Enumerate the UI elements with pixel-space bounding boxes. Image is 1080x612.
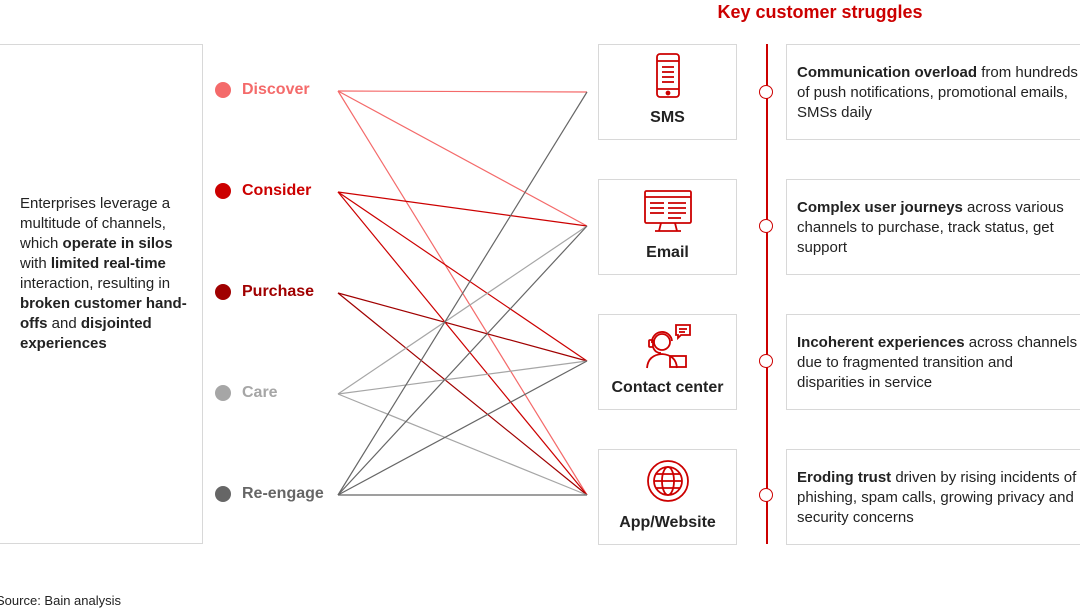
struggle-card: Complex user journeys across various cha…: [786, 179, 1080, 275]
timeline-node: [759, 354, 773, 368]
link-re-engage-to-contact-center: [337, 360, 588, 496]
channel-app-website: App/Website: [598, 449, 737, 545]
stage-discover: Discover: [215, 81, 310, 99]
channel-label: Contact center: [611, 379, 724, 396]
link-purchase-to-contact-center: [337, 292, 588, 362]
link-consider-to-contact-center: [337, 191, 588, 362]
stage-dot: [215, 385, 231, 401]
timeline-node: [759, 219, 773, 233]
stage-label: Consider: [242, 182, 312, 199]
stage-label: Purchase: [242, 283, 315, 300]
link-care-to-app-website: [337, 393, 588, 496]
struggle-card: Eroding trust driven by rising incidents…: [786, 449, 1080, 545]
stage-dot: [215, 82, 231, 98]
page-title: Key customer struggles: [717, 2, 923, 22]
mobile-phone-icon: [656, 53, 680, 98]
link-consider-to-email: [337, 191, 588, 227]
struggle-card: Incoherent experiences across channels d…: [786, 314, 1080, 410]
struggle-heading: Complex user journeys: [797, 199, 963, 216]
stage-label: Re-engage: [242, 485, 324, 502]
timeline-node: [759, 85, 773, 99]
struggle-detail: driven by rising incidents of phishing, …: [797, 469, 1077, 526]
email-screen-icon: [644, 190, 692, 232]
intro-segment: operate in silos: [62, 235, 173, 252]
struggle-heading: Incoherent experiences: [797, 334, 965, 351]
link-re-engage-to-sms: [337, 91, 588, 496]
globe-icon: [647, 460, 689, 502]
struggle-detail: across channels due to fragmented transi…: [797, 334, 1078, 391]
link-purchase-to-app-website: [337, 292, 588, 496]
struggle-detail: across various channels to purchase, tra…: [797, 199, 1064, 256]
channel-contact-center: Contact center: [598, 314, 737, 410]
link-re-engage-to-email: [337, 225, 588, 496]
struggle-text: Incoherent experiences across channels d…: [797, 333, 1079, 393]
channel-label: Email: [646, 244, 689, 261]
link-discover-to-email: [337, 90, 588, 227]
channel-sms: SMS: [598, 44, 737, 140]
link-care-to-email: [337, 225, 588, 395]
stage-dot: [215, 284, 231, 300]
struggle-text: Eroding trust driven by rising incidents…: [797, 468, 1079, 528]
struggle-heading: Eroding trust: [797, 469, 892, 486]
intro-segment: interaction, resulting in: [20, 275, 171, 292]
struggle-card: Communication overload from hundreds of …: [786, 44, 1080, 140]
channel-email: Email: [598, 179, 737, 275]
link-discover-to-sms: [337, 90, 588, 93]
source-note: Source: Bain analysis: [0, 593, 122, 608]
timeline: [766, 44, 768, 544]
intro-segment: limited real-time: [50, 255, 166, 272]
intro-segment: broken customer hand-offs: [20, 295, 187, 332]
struggle-heading: Communication overload: [797, 64, 978, 81]
stage-re-engage: Re-engage: [215, 485, 324, 503]
channel-label: App/Website: [619, 514, 716, 531]
stage-care: Care: [215, 384, 278, 402]
stage-dot: [215, 183, 231, 199]
timeline-node: [759, 488, 773, 502]
stage-label: Care: [242, 384, 278, 401]
intro-text: Enterprises leverage a multitude of chan…: [20, 194, 195, 354]
stage-label: Discover: [242, 81, 310, 98]
link-consider-to-app-website: [337, 191, 588, 496]
intro-segment: disjointed experiences: [20, 315, 152, 352]
channel-label: SMS: [650, 109, 685, 126]
stage-consider: Consider: [215, 182, 311, 200]
intro-segment: and: [47, 315, 81, 332]
struggle-text: Communication overload from hundreds of …: [797, 63, 1079, 123]
agent-headset-icon: [646, 324, 691, 369]
intro-segment: Enterprises leverage a multitude of chan…: [20, 195, 171, 252]
intro-segment: with: [20, 255, 51, 272]
intro-panel: [0, 44, 203, 544]
stage-purchase: Purchase: [215, 283, 314, 301]
link-care-to-contact-center: [337, 360, 588, 395]
stage-dot: [215, 486, 231, 502]
struggle-detail: from hundreds of push notifications, pro…: [797, 64, 1078, 121]
struggle-text: Complex user journeys across various cha…: [797, 198, 1079, 258]
